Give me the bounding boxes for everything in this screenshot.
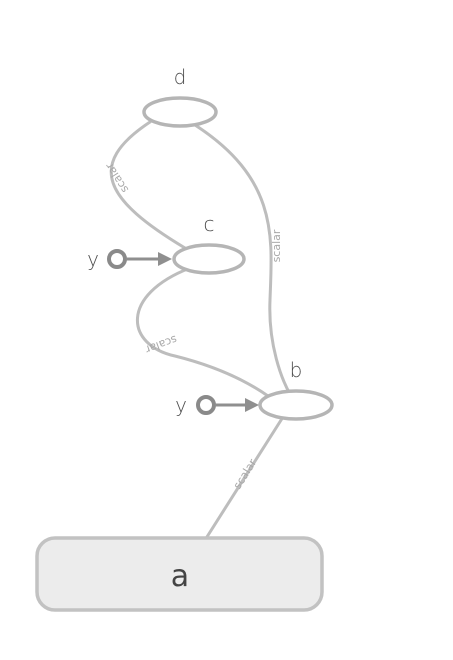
edge-d-b	[193, 123, 292, 396]
arrow-head-y-c	[158, 252, 172, 266]
const-node-y-b[interactable]	[196, 395, 216, 415]
edge-label-b-a: scalar	[231, 456, 260, 491]
node-c[interactable]	[172, 243, 246, 275]
node-d[interactable]	[142, 96, 218, 128]
const-label-y-b: y	[175, 393, 187, 417]
const-label-y-c: y	[87, 247, 99, 271]
arrow-head-y-b	[245, 398, 259, 412]
edge-b-a	[203, 415, 285, 542]
node-label-d: d	[174, 65, 187, 89]
edge-label-d-b: scalar	[270, 229, 283, 262]
node-label-b: b	[290, 358, 303, 382]
edge-c-b	[136, 266, 270, 398]
node-b[interactable]	[258, 389, 334, 421]
node-label-a: a	[171, 559, 189, 594]
node-label-c: c	[204, 212, 215, 236]
edge-label-d-c: scalar	[103, 160, 132, 195]
node-a[interactable]	[35, 536, 324, 612]
edge-d-c	[109, 120, 187, 250]
const-node-y-c[interactable]	[107, 249, 127, 269]
